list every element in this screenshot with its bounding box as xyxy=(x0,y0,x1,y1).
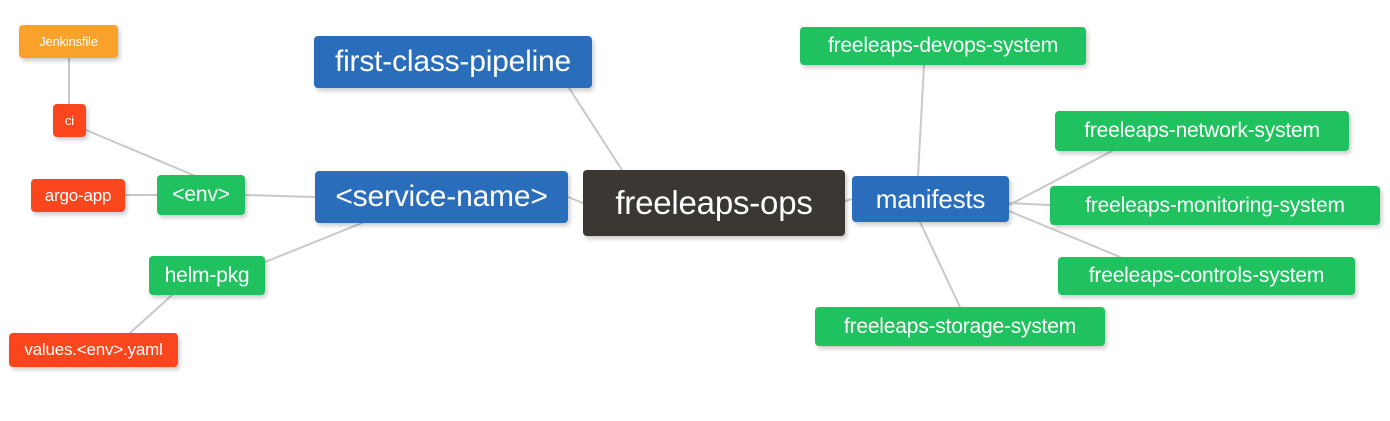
node-label: freeleaps-ops xyxy=(615,184,813,221)
node-label: freeleaps-storage-system xyxy=(843,314,1077,338)
node-jenkinsfile[interactable]: Jenkinsfile xyxy=(19,25,118,58)
node-label: helm-pkg xyxy=(164,263,250,287)
node-freeleaps-ops[interactable]: freeleaps-ops xyxy=(583,170,845,236)
edge-manifests-to-freeleaps-storage-system xyxy=(919,221,961,308)
node-label: freeleaps-controls-system xyxy=(1088,264,1325,287)
node-label: freeleaps-monitoring-system xyxy=(1085,193,1345,217)
edge-service-name-to-helm-pkg xyxy=(264,222,363,263)
edge-freeleaps-ops-to-manifests xyxy=(844,198,853,202)
node-freeleaps-controls-system[interactable]: freeleaps-controls-system xyxy=(1058,257,1355,295)
node-freeleaps-monitoring-system[interactable]: freeleaps-monitoring-system xyxy=(1050,186,1380,225)
edge-manifests-to-freeleaps-monitoring-system xyxy=(1008,202,1051,206)
node-argo-app[interactable]: argo-app xyxy=(31,179,125,212)
node-values-yaml[interactable]: values.<env>.yaml xyxy=(9,333,178,367)
node-label: freeleaps-devops-system xyxy=(828,34,1058,57)
node-helm-pkg[interactable]: helm-pkg xyxy=(149,256,265,295)
node-env[interactable]: <env> xyxy=(157,175,245,215)
node-manifests[interactable]: manifests xyxy=(852,176,1009,222)
edge-freeleaps-ops-to-first-class-pipeline xyxy=(568,87,623,171)
edge-freeleaps-ops-to-service-name xyxy=(567,196,584,204)
node-service-name[interactable]: <service-name> xyxy=(315,171,568,223)
node-freeleaps-devops-system[interactable]: freeleaps-devops-system xyxy=(800,27,1086,65)
edge-env-to-ci xyxy=(85,129,194,176)
node-ci[interactable]: ci xyxy=(53,104,86,137)
node-label: argo-app xyxy=(44,185,112,205)
node-label: manifests xyxy=(875,183,986,214)
node-label: values.<env>.yaml xyxy=(24,340,163,359)
node-label: Jenkinsfile xyxy=(39,34,98,49)
node-freeleaps-storage-system[interactable]: freeleaps-storage-system xyxy=(815,307,1105,346)
node-label: ci xyxy=(65,113,74,128)
edge-service-name-to-env xyxy=(244,194,316,198)
node-freeleaps-network-system[interactable]: freeleaps-network-system xyxy=(1055,111,1349,151)
node-label: <env> xyxy=(172,183,230,206)
node-label: freeleaps-network-system xyxy=(1084,119,1320,142)
node-label: first-class-pipeline xyxy=(334,45,572,78)
node-first-class-pipeline[interactable]: first-class-pipeline xyxy=(314,36,592,88)
edge-manifests-to-freeleaps-devops-system xyxy=(917,64,925,177)
edge-helm-pkg-to-values-yaml xyxy=(129,294,173,334)
node-label: <service-name> xyxy=(335,180,548,213)
